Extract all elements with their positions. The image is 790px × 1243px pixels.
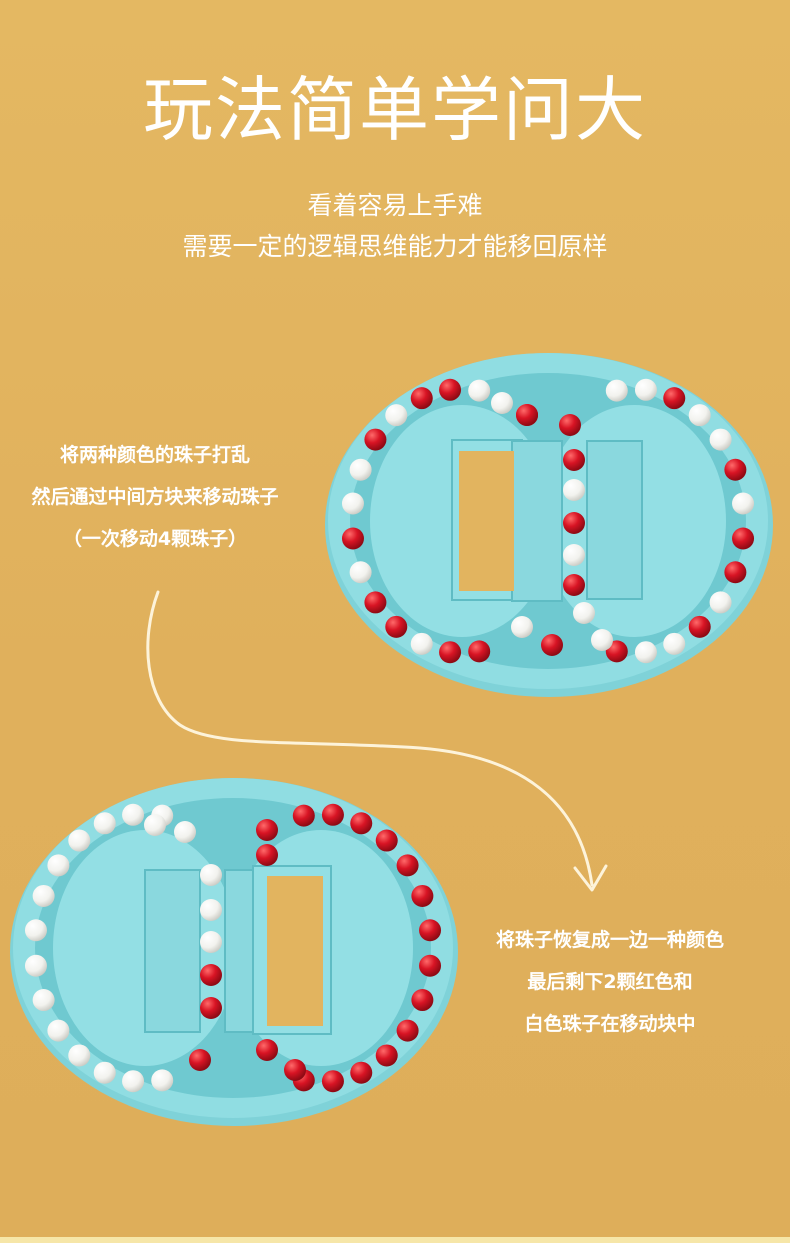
bead: [468, 640, 491, 663]
bead: [396, 1019, 419, 1042]
bead: [24, 919, 47, 942]
bead: [439, 641, 462, 664]
bead: [256, 819, 278, 841]
bead: [411, 884, 434, 907]
toy-slider-left: [144, 869, 201, 1033]
bead: [511, 616, 533, 638]
bead: [410, 632, 433, 655]
bead: [189, 1049, 211, 1071]
bead: [516, 404, 538, 426]
bead: [663, 387, 686, 410]
bead: [321, 803, 344, 826]
bead: [732, 492, 755, 515]
bead: [364, 591, 387, 614]
bead: [32, 989, 55, 1012]
bead: [591, 629, 613, 651]
subtitle-line-1: 看着容易上手难: [307, 191, 483, 220]
bead: [200, 864, 222, 886]
bead: [563, 574, 585, 596]
bead-puzzle-toy-sorted: [10, 778, 458, 1126]
bead: [364, 428, 387, 451]
bead: [411, 989, 434, 1012]
bead-puzzle-toy-mixed: [325, 353, 773, 697]
bead: [419, 954, 442, 977]
bead: [634, 641, 657, 664]
bead: [709, 428, 732, 451]
bead: [122, 1070, 145, 1093]
bead: [375, 1044, 398, 1067]
bead: [292, 804, 315, 827]
bead: [396, 854, 419, 877]
bead: [410, 387, 433, 410]
bead: [688, 404, 711, 427]
bead: [605, 379, 628, 402]
bead: [563, 512, 585, 534]
bead: [559, 414, 581, 436]
bead: [385, 404, 408, 427]
bead: [341, 492, 364, 515]
page-title: 玩法简单学问大: [143, 69, 647, 151]
bead: [563, 449, 585, 471]
bead: [688, 615, 711, 638]
bead: [256, 844, 278, 866]
bead: [439, 378, 462, 401]
bead: [200, 964, 222, 986]
bead-chain-sorted: [24, 803, 442, 1093]
bead: [47, 1019, 70, 1042]
bead: [634, 378, 657, 401]
bead: [24, 954, 47, 977]
toy-slider-middle: [511, 440, 563, 602]
bead: [541, 634, 563, 656]
bead: [256, 1039, 278, 1061]
bead: [47, 854, 70, 877]
bead: [350, 1061, 373, 1084]
step2-caption-line-3: 白色珠子在移动块中: [524, 1013, 696, 1035]
bead: [68, 1044, 91, 1067]
bead: [709, 591, 732, 614]
step2-caption-line-1: 将珠子恢复成一边一种颜色: [495, 929, 724, 951]
bead: [419, 919, 442, 942]
bead: [385, 615, 408, 638]
bead: [93, 812, 116, 835]
bead: [341, 527, 364, 550]
bead: [724, 458, 747, 481]
bead: [200, 931, 222, 953]
bead: [32, 884, 55, 907]
bead-chain-mixed: [341, 378, 755, 664]
bead: [349, 561, 372, 584]
bead: [563, 544, 585, 566]
step1-caption-line-2: 然后通过中间方块来移动珠子: [31, 486, 279, 508]
bead: [68, 829, 91, 852]
bead: [151, 1069, 174, 1092]
bead: [468, 379, 491, 402]
bead: [350, 812, 373, 835]
bead: [144, 814, 166, 836]
bead: [573, 602, 595, 624]
bead: [563, 479, 585, 501]
step1-caption-line-1: 将两种颜色的珠子打乱: [59, 444, 250, 466]
step2-caption-line-2: 最后剩下2颗红色和: [527, 971, 693, 993]
bead: [200, 997, 222, 1019]
bead: [174, 821, 196, 843]
bead: [663, 632, 686, 655]
bead: [93, 1061, 116, 1084]
bead: [122, 803, 145, 826]
step1-caption-line-3: （一次移动4颗珠子）: [62, 528, 248, 550]
bead: [724, 561, 747, 584]
bead: [321, 1070, 344, 1093]
bead: [732, 527, 755, 550]
bead: [491, 392, 513, 414]
subtitle-line-2: 需要一定的逻辑思维能力才能移回原样: [182, 232, 608, 261]
bottom-strip: [0, 1237, 790, 1243]
toy-window-right: [267, 876, 323, 1026]
bead: [375, 829, 398, 852]
toy-slider-right: [586, 440, 643, 600]
bead: [349, 458, 372, 481]
bead: [200, 899, 222, 921]
bead: [284, 1059, 306, 1081]
toy-window-left: [459, 451, 514, 591]
